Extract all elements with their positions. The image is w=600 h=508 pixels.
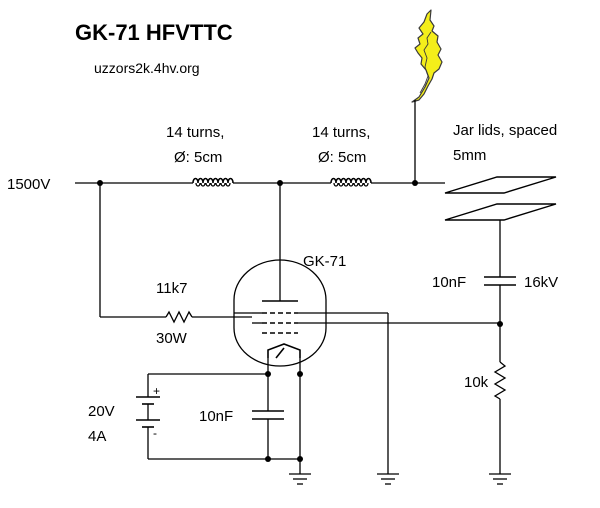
flame-inner-icon [419,31,432,94]
battery-plus-sign: + [153,384,160,398]
coil-1-diameter-label: Ø: 5cm [174,149,222,166]
bias-resistor [493,361,507,400]
coil-2-turns-label: 14 turns, [312,124,370,141]
heater-battery [136,396,160,428]
heater-voltage-label: 20V [88,403,115,420]
coil-1 [192,177,234,187]
coil-1-turns-label: 14 turns, [166,124,224,141]
battery-minus-sign: - [153,426,157,440]
grid-resistor-value-label: 11k7 [156,280,187,297]
coil-2-diameter-label: Ø: 5cm [318,149,366,166]
coupling-cap-voltage-label: 16kV [524,274,558,291]
schematic-title: GK-71 HFVTTC [75,20,233,45]
gk71-tube [233,259,327,367]
heater-current-label: 4A [88,428,106,445]
grid-resistor [165,310,193,324]
coil-2 [330,177,372,187]
ground-symbol [289,473,311,485]
flame-icon [411,9,443,103]
ground-symbol [489,473,511,485]
bias-resistor-value-label: 10k [464,374,489,391]
jar-lid-capacitor [444,176,557,221]
junction-dot [412,180,418,186]
coupling-cap-value-label: 10nF [432,274,466,291]
ground-symbol [377,473,399,485]
junction-dot [265,456,271,462]
supply-voltage-label: 1500V [7,176,50,193]
heater-cap-value-label: 10nF [199,408,233,425]
junction-dot [497,321,503,327]
capacitor-description-label: Jar lids, spaced [453,122,557,139]
tube-label: GK-71 [303,253,346,270]
capacitor-spacing-label: 5mm [453,147,486,164]
website-url: uzzors2k.4hv.org [94,60,200,76]
grid-resistor-power-label: 30W [156,330,188,347]
